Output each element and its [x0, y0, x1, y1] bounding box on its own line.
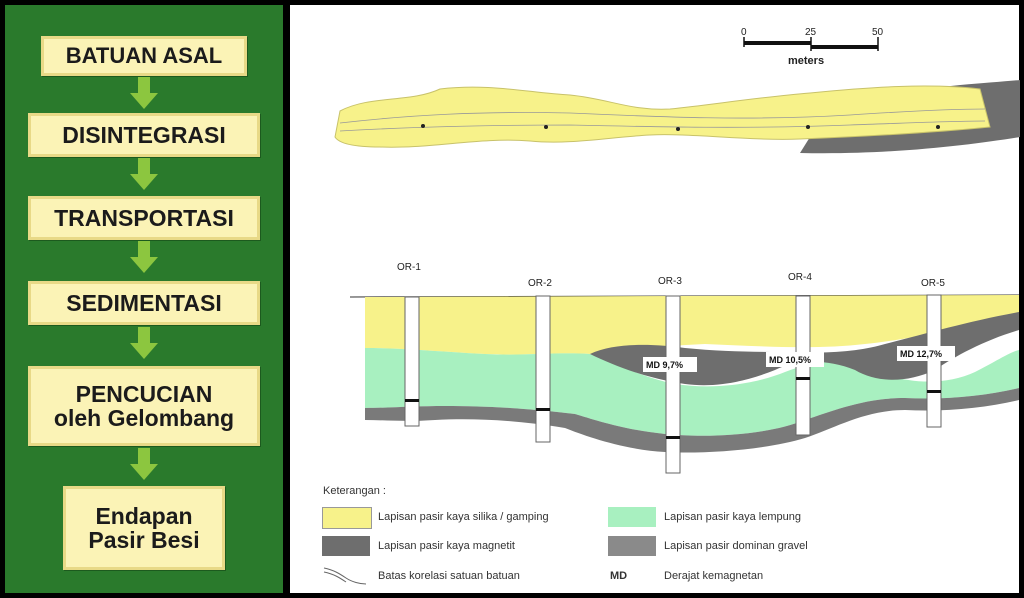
cross-section-panel: 0 25 50 meters: [290, 5, 1020, 593]
legend-swatch-gravel: [608, 536, 656, 556]
step-disintegrasi: DISINTEGRASI: [28, 113, 260, 157]
down-arrow-icon: [130, 327, 158, 359]
well-marker: [936, 125, 940, 129]
step-batuan-asal: BATUAN ASAL: [41, 36, 247, 76]
down-arrow-icon: [130, 241, 158, 273]
correlation-line-icon: [323, 567, 367, 585]
md-label-or-4: MD 10,5%: [769, 355, 811, 365]
well-column: [404, 296, 420, 427]
legend-swatch-magnetite: [322, 536, 370, 556]
legend-label-md: Derajat kemagnetan: [664, 570, 764, 582]
step-endapan-pasir-besi: Endapan Pasir Besi: [63, 486, 225, 570]
step-label: SEDIMENTASI: [66, 289, 222, 316]
step-label: TRANSPORTASI: [54, 204, 234, 231]
well-marker: [544, 125, 548, 129]
well-label-or-4: OR-4: [788, 272, 812, 283]
scale-tick-50: 50: [872, 27, 884, 38]
md-label-or-3: MD 9,7%: [646, 360, 683, 370]
legend-swatch-silica: [322, 507, 372, 529]
well-marker: [421, 124, 425, 128]
step-pencucian: PENCUCIAN oleh Gelombang: [28, 366, 260, 446]
scale-tick-25: 25: [805, 27, 817, 38]
down-arrow-icon: [130, 448, 158, 480]
well-label-or-3: OR-3: [658, 276, 682, 287]
well-column: [665, 295, 681, 474]
step-label: BATUAN ASAL: [65, 43, 223, 69]
scale-unit: meters: [788, 55, 824, 67]
step-label-line1: Endapan: [95, 502, 193, 529]
cross-section-diagram: OR-1 OR-2 OR-3 OR-4 OR-5 MD 9,7% MD 10,5…: [349, 262, 1019, 474]
legend-md-symbol: MD: [610, 570, 628, 582]
well-label-or-5: OR-5: [921, 278, 945, 289]
legend-swatch-clay: [608, 507, 656, 527]
step-transportasi: TRANSPORTASI: [28, 196, 260, 240]
well-marker: [676, 127, 680, 131]
md-label-or-5: MD 12,7%: [900, 349, 942, 359]
scale-tick-0: 0: [741, 27, 747, 38]
well-label-or-2: OR-2: [528, 278, 552, 289]
down-arrow-icon: [130, 77, 158, 109]
scale-bar: 0 25 50 meters: [741, 27, 884, 67]
plan-view-map: [334, 80, 1020, 154]
legend-label-magnetite: Lapisan pasir kaya magnetit: [378, 540, 515, 552]
legend-label-correlation: Batas korelasi satuan batuan: [378, 570, 520, 582]
step-label-line1: PENCUCIAN: [75, 380, 213, 407]
legend-label-silica: Lapisan pasir kaya silika / gamping: [378, 511, 549, 523]
well-column: [535, 295, 551, 443]
process-flow-panel: BATUAN ASAL DISINTEGRASI TRANSPORTASI SE…: [5, 5, 283, 593]
well-label-or-1: OR-1: [397, 262, 421, 273]
step-label: DISINTEGRASI: [62, 121, 226, 148]
down-arrow-icon: [130, 158, 158, 190]
step-label-line2: oleh Gelombang: [53, 405, 235, 431]
legend-label-clay: Lapisan pasir kaya lempung: [664, 511, 801, 523]
legend-label-gravel: Lapisan pasir dominan gravel: [664, 540, 808, 552]
step-sedimentasi: SEDIMENTASI: [28, 281, 260, 325]
step-label-line2: Pasir Besi: [88, 527, 200, 553]
legend-title: Keterangan :: [323, 485, 386, 497]
well-marker: [806, 125, 810, 129]
